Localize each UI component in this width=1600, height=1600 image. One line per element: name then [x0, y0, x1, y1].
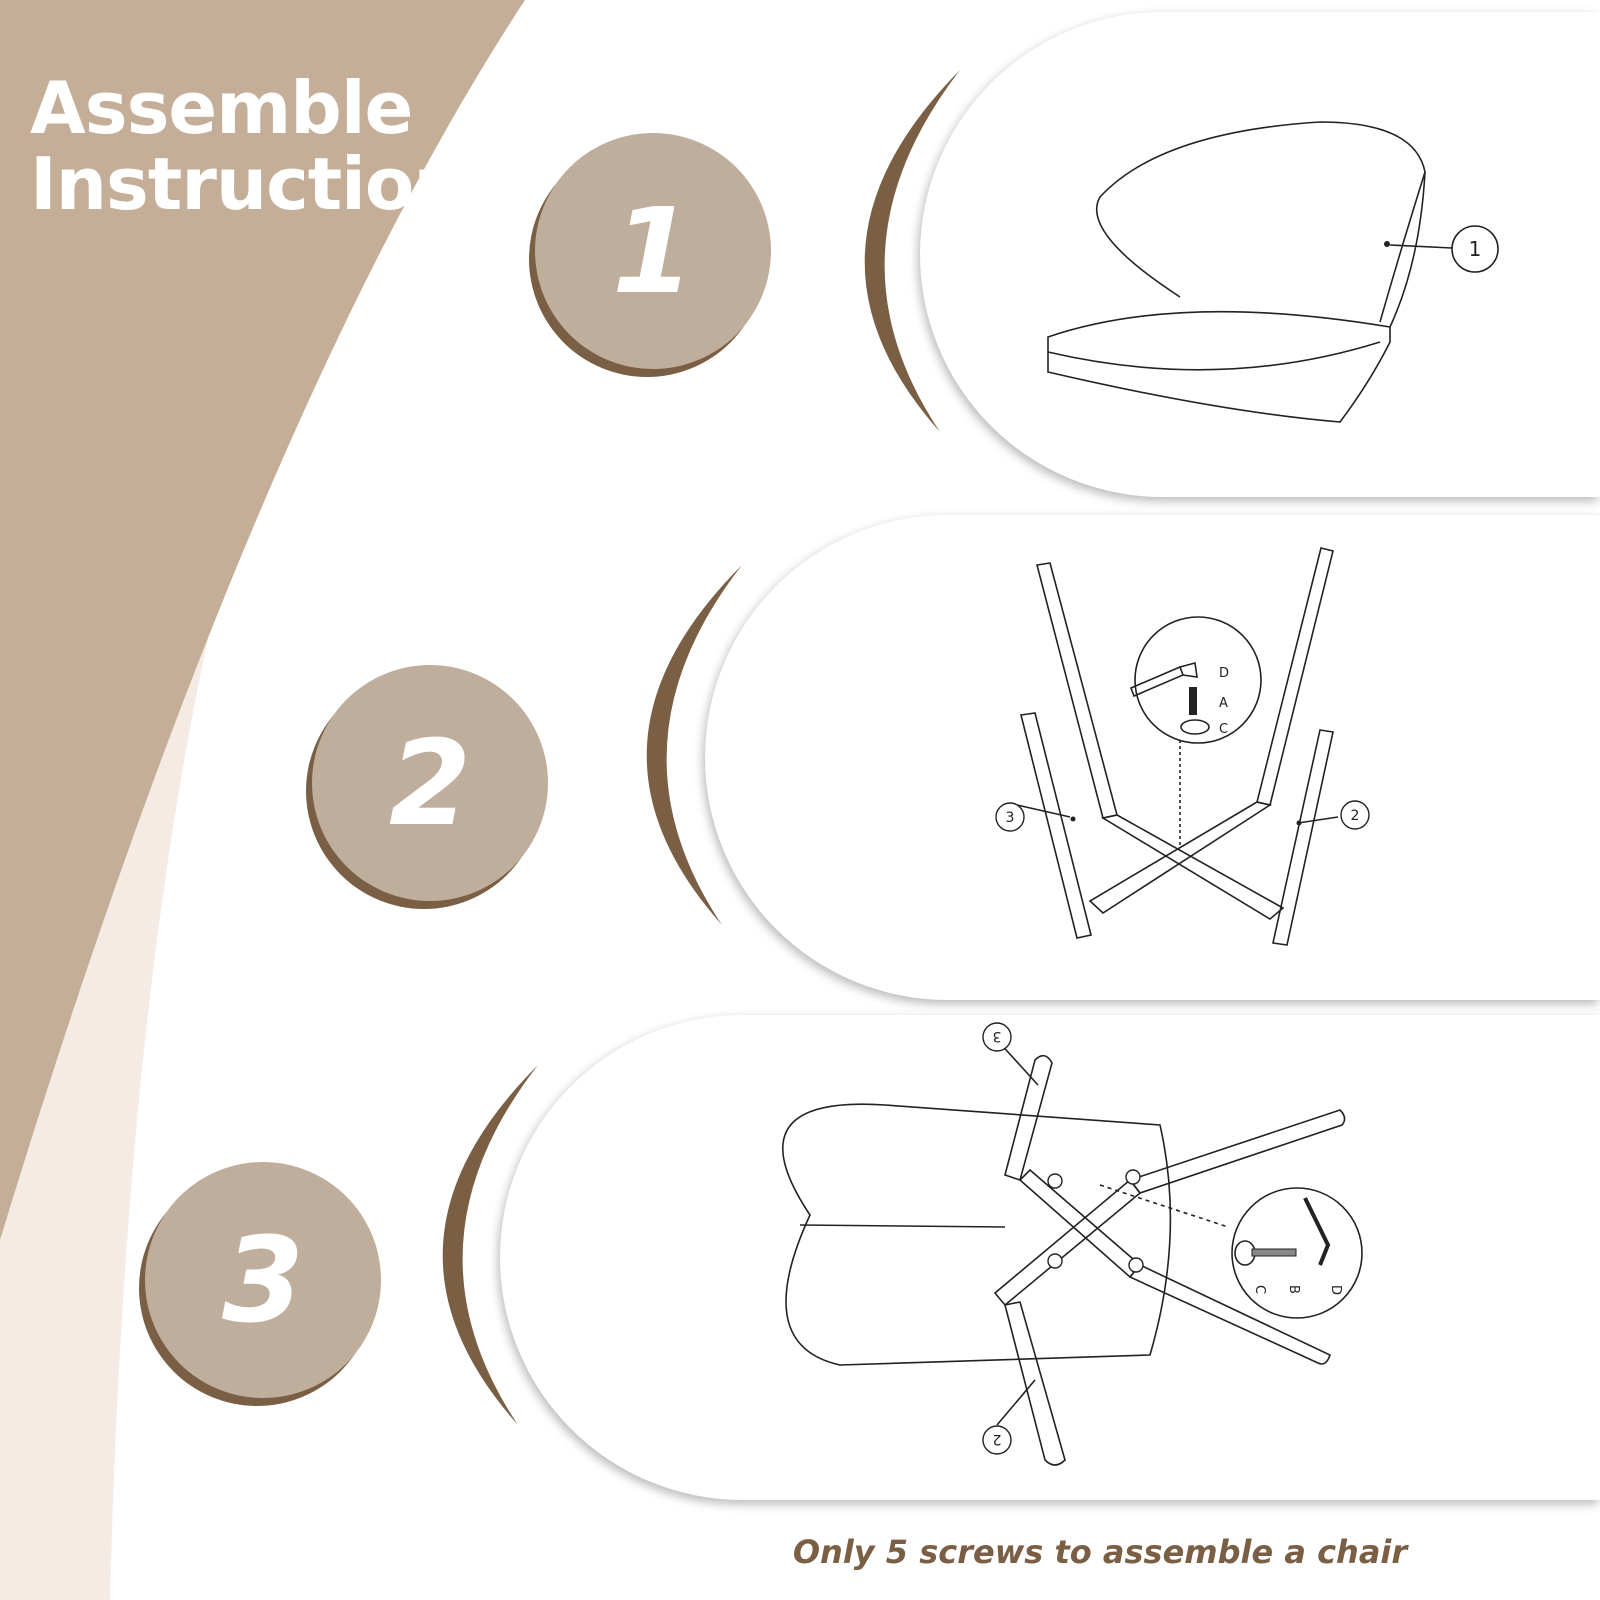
callout-circle-2 [982, 1425, 1012, 1455]
hardware-label-a: A [1219, 696, 1228, 711]
step-2-panel: 3 2 D A C [705, 515, 1600, 1000]
step-3-arc [442, 1065, 538, 1425]
tan-swoosh [0, 0, 525, 1240]
cross-frame-b [1088, 801, 1273, 915]
leader-callout-2 [1297, 816, 1339, 824]
hardware-label-c: C [1252, 1285, 1267, 1294]
step-2-arc [646, 565, 742, 925]
step-1-panel: 1 [920, 12, 1600, 497]
step-1-number: 1 [535, 133, 771, 369]
hex-key-icon [1303, 1197, 1331, 1266]
step-3-number: 3 [145, 1162, 381, 1398]
hardware-label-c: C [1219, 722, 1228, 737]
step-1-arc [864, 70, 960, 432]
leader-callout-2 [996, 1379, 1036, 1426]
callout-circle-3 [995, 802, 1025, 832]
seat-outline [782, 1103, 1172, 1366]
attach-drawing: 3 2 C B D [782, 1022, 1363, 1466]
hex-key-icon [1129, 661, 1198, 698]
step-2-number: 2 [312, 665, 548, 901]
step-2-callout-3: 3 [1006, 810, 1015, 826]
cream-swoosh [0, 360, 285, 1600]
washer-icon [1180, 719, 1210, 735]
leg-2 [1004, 1301, 1066, 1466]
callout-1-label: 1 [1469, 237, 1482, 261]
chair-seat [1047, 310, 1391, 423]
bolt-icon [1189, 687, 1197, 715]
leg-right-bottom [1128, 1264, 1331, 1365]
callout-circle-2 [1340, 800, 1370, 830]
step-3-callout-3: 3 [993, 1028, 1002, 1044]
legs-drawing: 3 2 D A C [995, 547, 1370, 946]
page-title-line1: Assemble [30, 66, 413, 150]
step-2-callout-2: 2 [1351, 808, 1360, 824]
step-3-panel: 3 2 C B D [500, 1015, 1600, 1500]
hardware-detail-circle [1134, 616, 1262, 744]
chair-backrest [1095, 121, 1426, 323]
cross-frame-2 [993, 1178, 1142, 1307]
seat-back-drawing: 1 [1047, 121, 1499, 423]
leg-right-top [1128, 1109, 1346, 1194]
callout-circle-1 [1451, 225, 1499, 273]
step-3-callout-2: 2 [993, 1431, 1002, 1447]
footer-caption: Only 5 screws to assemble a chair [792, 1533, 1408, 1571]
cross-frame-a [1100, 814, 1285, 920]
bolt-icon [1251, 1248, 1297, 1257]
hardware-label-b: B [1286, 1285, 1301, 1294]
leg-3 [1004, 1054, 1053, 1182]
page-title-line2: Instruction [30, 142, 465, 226]
leader-callout-3 [1016, 804, 1071, 818]
leg-back-right [1256, 547, 1334, 806]
dashed-guide [1099, 1184, 1229, 1228]
callout-circle-3 [982, 1022, 1012, 1052]
hardware-label-d: D [1328, 1285, 1343, 1295]
screws [1047, 1169, 1144, 1273]
hardware-detail-circle [1231, 1187, 1363, 1319]
leg-back-left [1036, 562, 1118, 819]
hardware-label-d: D [1219, 666, 1229, 681]
leg-front-right [1272, 729, 1334, 946]
leg-front-left [1020, 712, 1092, 939]
